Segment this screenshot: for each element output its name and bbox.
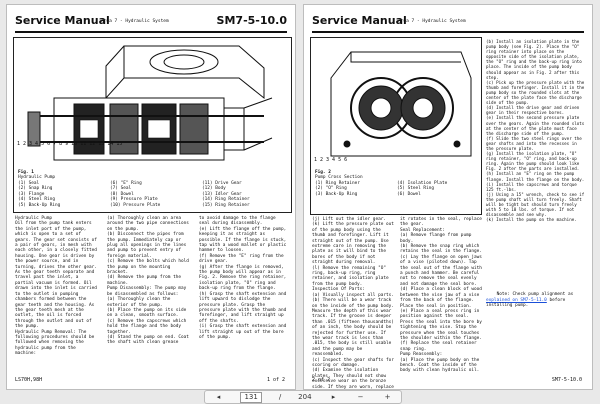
- zoom-out-icon[interactable]: −: [357, 393, 364, 401]
- page-title: Service Manual: [15, 14, 110, 27]
- figure-legend-2: (6) "E" Ring (7) Seal (8) Dowel (9) Pres…: [110, 181, 161, 208]
- footer-left: LS70H,98H: [15, 377, 43, 383]
- figure-legend-3: (11) Drive Gear (12) Body (13) Idler Gea…: [202, 181, 250, 208]
- figure-callouts: 1 2 3 4 5 6 7 8 9 10 11 12 13 14 15: [17, 141, 123, 147]
- text-column-2: it rotates in the seal, replace the gear…: [400, 217, 482, 374]
- page-subtitle: Area 7 - Hydraulic System: [101, 19, 169, 24]
- footer-right: SM7-5-10.0: [551, 377, 582, 383]
- alignment-note: Note: Check pump alignment as explained …: [486, 287, 586, 317]
- figure-callouts: 1 2 3 4 5 6: [314, 157, 348, 163]
- page-separator: /: [278, 393, 282, 401]
- text-column-1: (j) Lift out the idler gear. (k) Lift th…: [312, 217, 394, 390]
- figure-caption: Fig. 1: [18, 170, 34, 175]
- figure-hydraulic-pump: 1 2 3 4 5 6 7 8 9 10 11 12 13 14 15 Fig.…: [13, 37, 292, 213]
- text-column-2: (a) Thoroughly clean an area around the …: [107, 216, 189, 346]
- figure-name: Pump Cross Section: [315, 175, 363, 180]
- figure-legend-1: (1) Ring Retainer (2) "O" Ring (3) Back-…: [315, 181, 360, 197]
- cross-section-drawing: [330, 51, 472, 157]
- figure-legend-1: (1) Seal (2) Snap Ring (3) Flange (4) St…: [18, 181, 61, 208]
- note-prefix: Note: Check pump alignment as: [496, 292, 576, 298]
- page-subtitle: Area 7 - Hydraulic System: [398, 19, 466, 24]
- figure-legend-2: (4) Isolation Plate (5) Steel Ring (6) D…: [397, 181, 448, 197]
- page-number-input[interactable]: 131: [240, 391, 262, 403]
- page-total: 204: [298, 393, 312, 401]
- footer-right: 1 of 2: [266, 377, 285, 383]
- text-column-1: Hydraulic Pump Oil from the pump tank en…: [15, 216, 97, 357]
- page-header: Service Manual Area 7 - Hydraulic System: [312, 13, 584, 33]
- prev-page-icon[interactable]: ◂: [216, 393, 221, 401]
- figure-name: Hydraulic Pump: [18, 175, 56, 180]
- page-header: Service Manual Area 7 - Hydraulic System…: [15, 13, 287, 33]
- manual-page-right: Service Manual Area 7 - Hydraulic System…: [303, 4, 593, 390]
- page-title: Service Manual: [312, 14, 407, 27]
- manual-page-left: Service Manual Area 7 - Hydraulic System…: [6, 4, 296, 390]
- note-suffix: before installing pump.: [486, 297, 568, 309]
- footer-left: 2 of 2: [312, 377, 331, 383]
- sm7-5-11-link[interactable]: explained on SM7-5-11.0: [486, 297, 547, 303]
- next-page-icon[interactable]: ▸: [331, 393, 336, 401]
- page-code: SM7-5-10.0: [216, 14, 287, 27]
- figure-pump-cross-section: 1 2 3 4 5 6 Fig. 2 Pump Cross Section (1…: [310, 37, 482, 215]
- text-column-3: to avoid damage to the flange seal durin…: [199, 216, 287, 340]
- text-column-top-right: (b) Install an isolation plate in the pu…: [486, 39, 585, 223]
- figure-caption: Fig. 2: [315, 170, 331, 175]
- pump-exploded-drawing: [27, 45, 273, 161]
- pdf-toolbar: ◂ 131 / 204 ▸ − +: [204, 390, 402, 404]
- zoom-in-icon[interactable]: +: [384, 393, 391, 401]
